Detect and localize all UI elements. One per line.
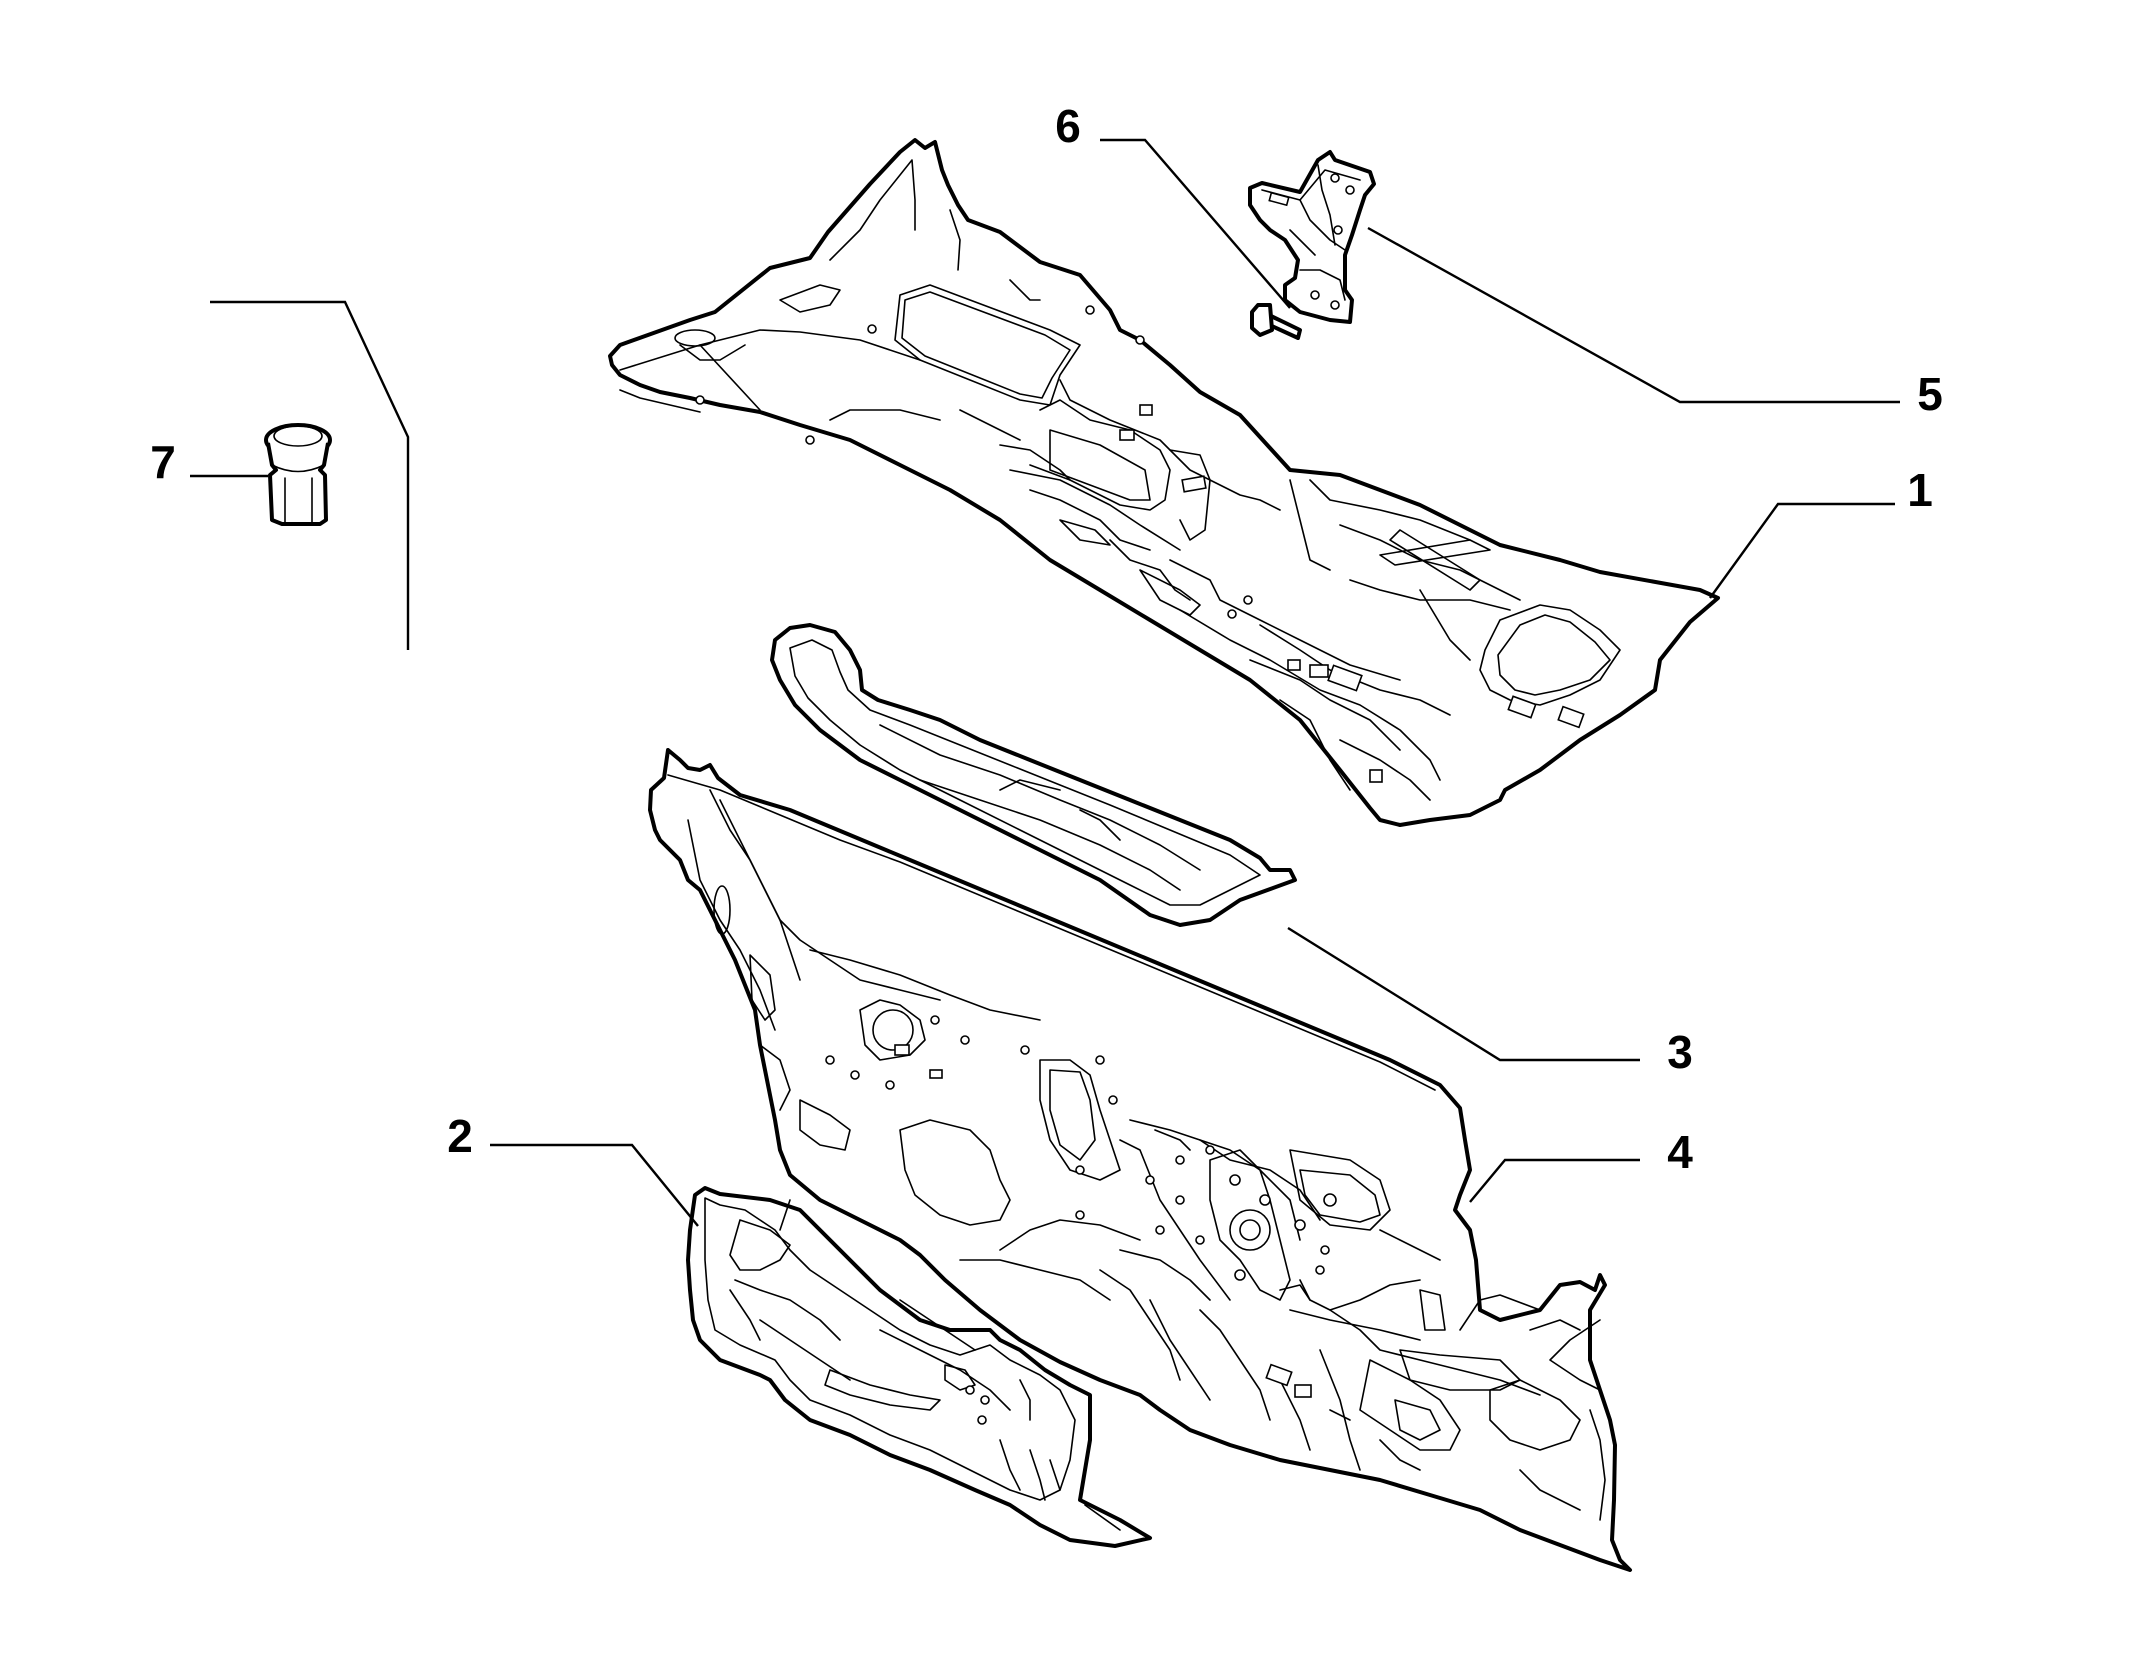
callout-6: 6 xyxy=(1055,100,1081,152)
part-5-mounting-bracket[interactable] xyxy=(1248,150,1376,324)
part-4-dash-bulkhead-panel[interactable] xyxy=(648,748,1632,1572)
part-1-upper-cowl-panel[interactable] xyxy=(608,138,1720,827)
leader-6 xyxy=(1100,138,1291,309)
leader-4 xyxy=(1469,1158,1640,1203)
group-bracket-line xyxy=(210,300,410,650)
leader-2 xyxy=(490,1143,699,1227)
part-7-plug[interactable] xyxy=(264,423,332,526)
leader-1 xyxy=(1709,502,1895,599)
leader-3 xyxy=(1287,926,1640,1062)
callout-5: 5 xyxy=(1917,368,1943,420)
part-3-cowl-reinforcement[interactable] xyxy=(770,623,1297,927)
callout-4: 4 xyxy=(1667,1126,1693,1178)
callout-1: 1 xyxy=(1907,464,1933,516)
callout-numbers: 1 2 3 4 5 6 7 xyxy=(150,100,1943,1178)
part-6-bolt[interactable] xyxy=(1250,303,1302,340)
callout-3: 3 xyxy=(1667,1026,1693,1078)
leader-lines xyxy=(190,138,1900,1227)
leader-5 xyxy=(1367,226,1900,404)
part-2-lower-crossmember[interactable] xyxy=(686,1186,1152,1548)
callout-2: 2 xyxy=(447,1110,473,1162)
callout-7: 7 xyxy=(150,436,176,488)
